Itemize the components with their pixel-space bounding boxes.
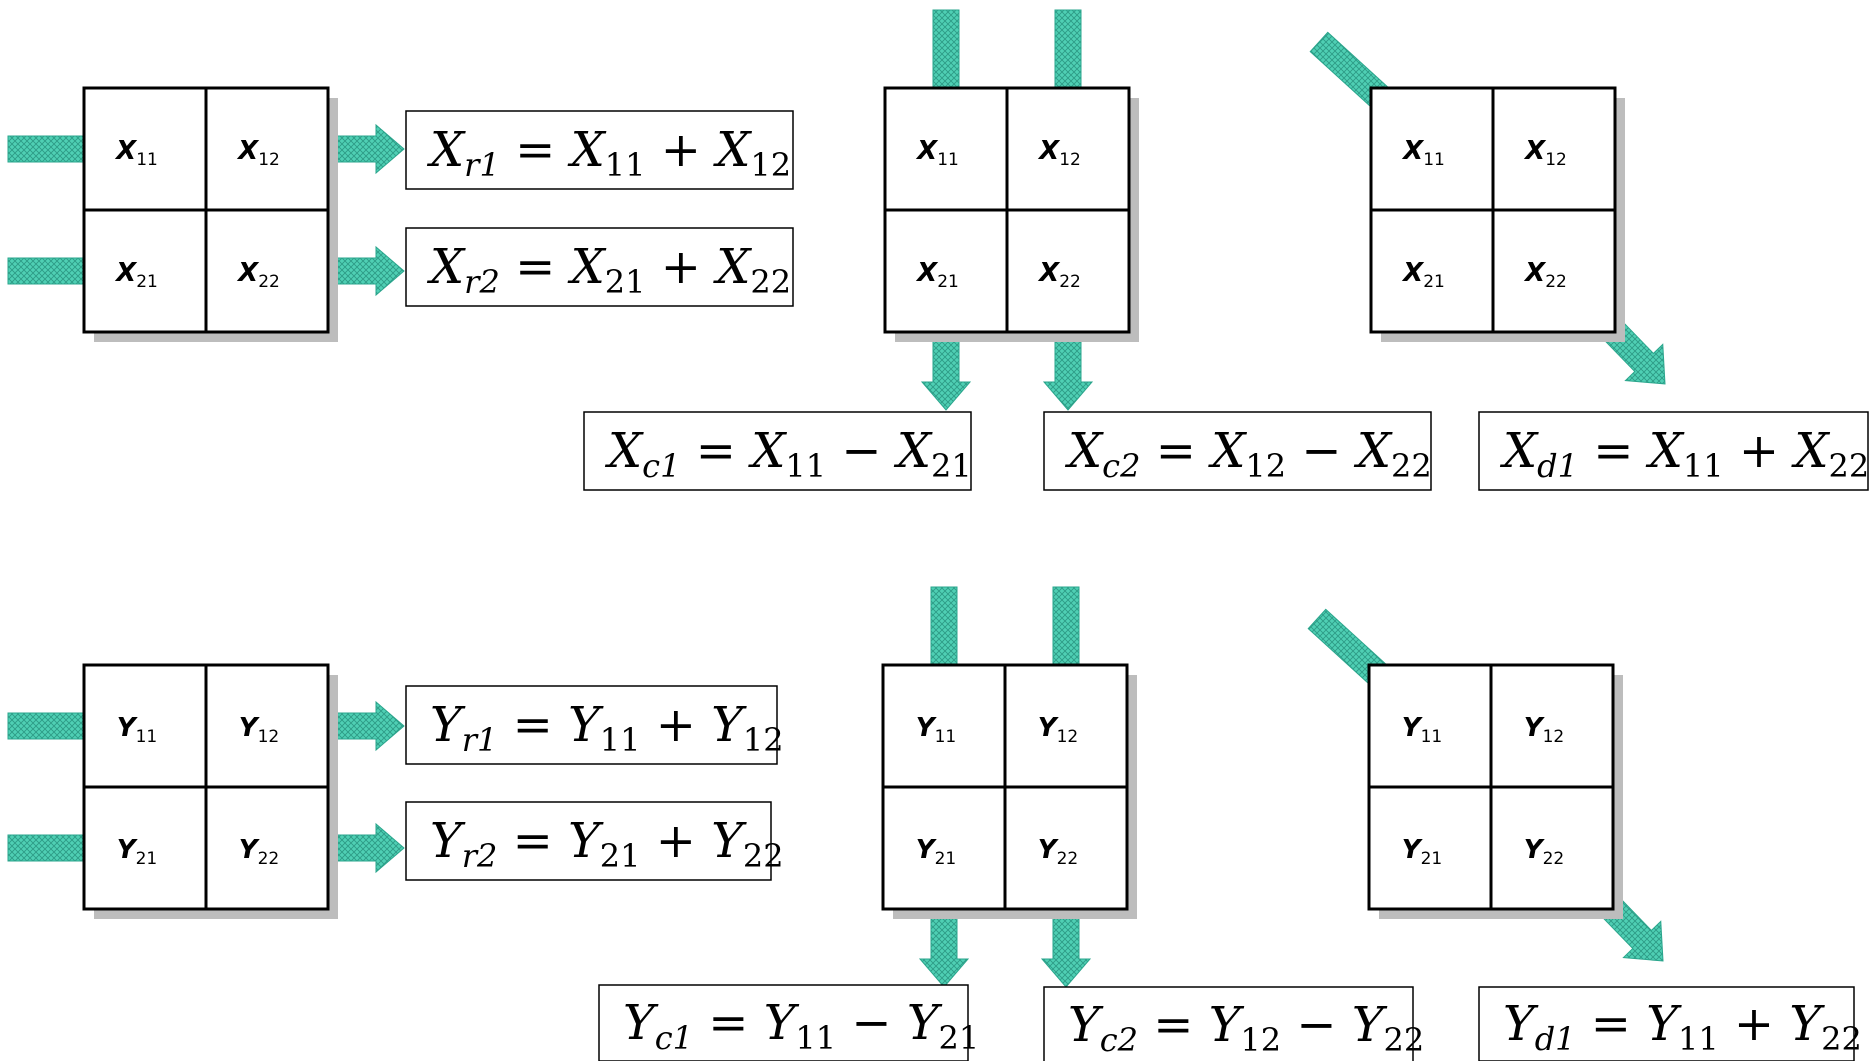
column-output-arrow-2 (1040, 908, 1092, 988)
row-input-bar-1 (7, 712, 85, 740)
equation-d1: Yd1 = Y11 + Y22 (1503, 996, 1862, 1058)
matrix-cell-12: Y12 (239, 713, 279, 747)
column-input-bar-1 (932, 9, 960, 89)
equation-box (405, 227, 794, 307)
column-input-bar-1 (930, 586, 958, 666)
equation-box (598, 984, 969, 1061)
matrix-cell-12: Y12 (1524, 713, 1564, 747)
matrix-cell-22: X22 (236, 258, 280, 292)
column-input-bar-2 (1054, 9, 1082, 89)
equation-box (405, 801, 772, 881)
row-input-bar-1 (7, 135, 85, 163)
column-output-arrow-1 (918, 908, 970, 988)
matrix-cell-12: X12 (236, 136, 280, 170)
matrix-cell-12: X12 (1523, 136, 1567, 170)
matrix-cell-11: Y11 (117, 713, 157, 747)
matrix-cell-22: X22 (1037, 258, 1081, 292)
equation-r1: Yr1 = Y11 + Y12 (430, 697, 784, 759)
column-output-arrow-1 (920, 331, 972, 411)
equation-r1: Xr1 = X11 + X12 (426, 122, 791, 184)
column-output-arrow-2 (1042, 331, 1094, 411)
row-input-bar-2 (7, 257, 85, 285)
matrix-cell-11: X11 (1401, 136, 1445, 170)
matrix-cell-11: X11 (915, 136, 959, 170)
equation-c2: Xc2 = X12 − X22 (1064, 423, 1432, 485)
matrix-cell-11: Y11 (1402, 713, 1442, 747)
matrix-cell-21: Y21 (1402, 835, 1442, 869)
equation-box (1478, 986, 1855, 1061)
equation-r2: Yr2 = Y21 + Y22 (430, 813, 784, 875)
equation-box (405, 685, 778, 765)
equation-r2: Xr2 = X21 + X22 (426, 239, 791, 301)
matrix-cell-22: Y22 (1524, 835, 1564, 869)
equation-c2: Yc2 = Y12 − Y22 (1068, 997, 1424, 1059)
equation-box (1043, 986, 1414, 1061)
column-input-bar-2 (1052, 586, 1080, 666)
matrix-cell-12: Y12 (1038, 713, 1078, 747)
row-input-bar-2 (7, 834, 85, 862)
equation-d1: Xd1 = X11 + X22 (1499, 423, 1869, 485)
matrix-cell-21: X21 (915, 258, 959, 292)
equation-box (583, 411, 972, 491)
matrix-cell-22: Y22 (1038, 835, 1078, 869)
equation-box (405, 110, 794, 190)
matrix-cell-22: X22 (1523, 258, 1567, 292)
matrix-cell-21: X21 (1401, 258, 1445, 292)
row-output-arrow-2 (327, 245, 405, 297)
equation-c1: Yc1 = Y11 − Y21 (623, 995, 979, 1057)
row-output-arrow-2 (327, 822, 405, 874)
row-output-arrow-1 (327, 123, 405, 175)
matrix-cell-22: Y22 (239, 835, 279, 869)
matrix-cell-11: X11 (114, 136, 158, 170)
matrix-cell-21: Y21 (117, 835, 157, 869)
equation-box (1043, 411, 1432, 491)
equation-c1: Xc1 = X11 − X21 (604, 423, 972, 485)
matrix-cell-12: X12 (1037, 136, 1081, 170)
row-output-arrow-1 (327, 700, 405, 752)
matrix-cell-21: X21 (114, 258, 158, 292)
matrix-cell-21: Y21 (916, 835, 956, 869)
matrix-cell-11: Y11 (916, 713, 956, 747)
equation-box (1478, 411, 1869, 491)
